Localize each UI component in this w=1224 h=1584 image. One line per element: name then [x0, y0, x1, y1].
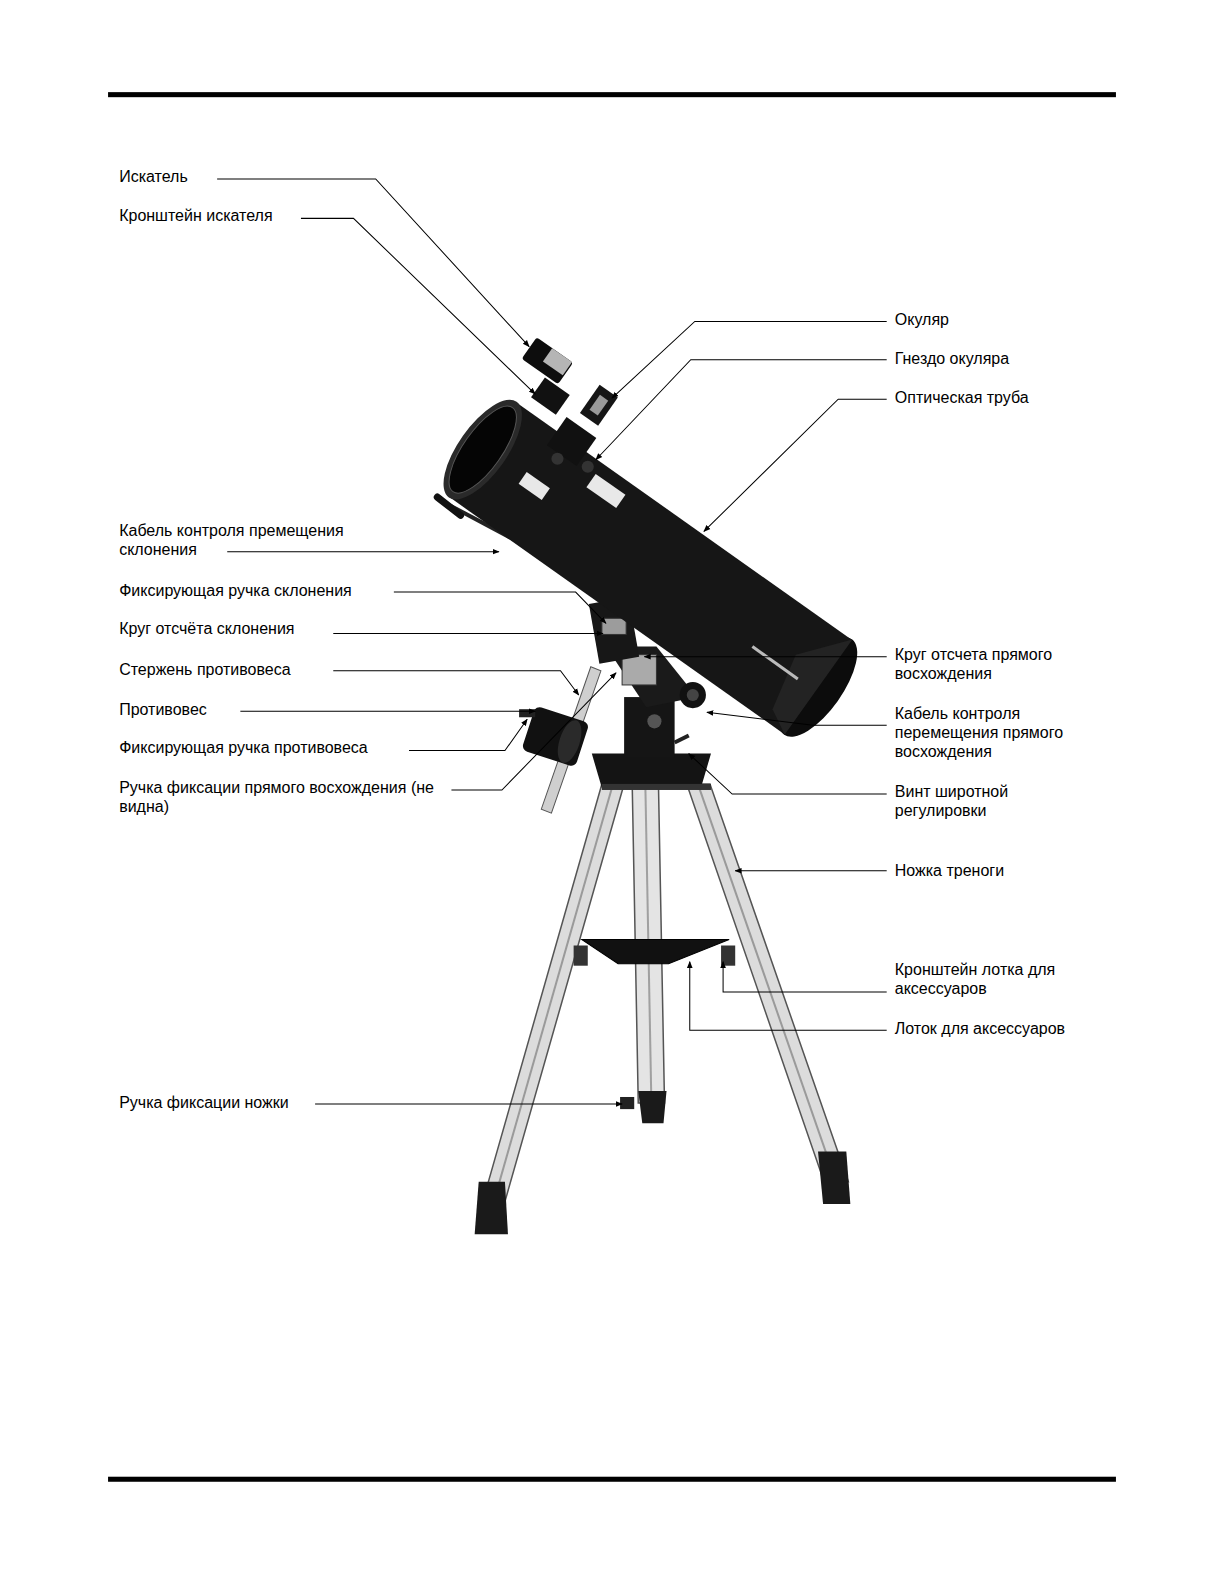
- part-label: Ручка фиксации ножки: [119, 1093, 289, 1112]
- tripod: [475, 754, 851, 1235]
- part-label: Фиксирующая ручка склонения: [119, 581, 352, 600]
- part-label: Ножка треноги: [895, 861, 1004, 880]
- part-label: Кронштейн лотка для аксессуаров: [895, 960, 1097, 998]
- part-label: Кабель контроля премещения склонения: [119, 521, 382, 559]
- top-rule: [108, 92, 1116, 97]
- leader-lines: [217, 179, 887, 1104]
- part-label: Гнездо окуляра: [895, 349, 1009, 368]
- part-label: Фиксирующая ручка противовеса: [119, 738, 368, 757]
- part-label: Лоток для аксессуаров: [895, 1019, 1065, 1038]
- part-label: Ручка фиксации прямого восхождения (не в…: [119, 778, 452, 816]
- part-label: Круг отсчета прямого восхождения: [895, 645, 1097, 683]
- part-label: Оптическая труба: [895, 388, 1029, 407]
- part-label: Противовес: [119, 700, 207, 719]
- part-label: Кабель контроля перемещения прямого восх…: [895, 704, 1097, 761]
- part-label: Винт широтной регулировки: [895, 782, 1046, 820]
- optical-tube: [429, 388, 872, 749]
- part-label: Стержень противовеса: [119, 660, 290, 679]
- part-label: Окуляр: [895, 310, 949, 329]
- bottom-rule: [108, 1477, 1116, 1482]
- part-label: Искатель: [119, 167, 188, 186]
- counterweight: [519, 667, 601, 813]
- part-label: Круг отсчёта склонения: [119, 619, 294, 638]
- part-label: Кронштейн искателя: [119, 206, 272, 225]
- finder-and-focuser: [522, 337, 618, 473]
